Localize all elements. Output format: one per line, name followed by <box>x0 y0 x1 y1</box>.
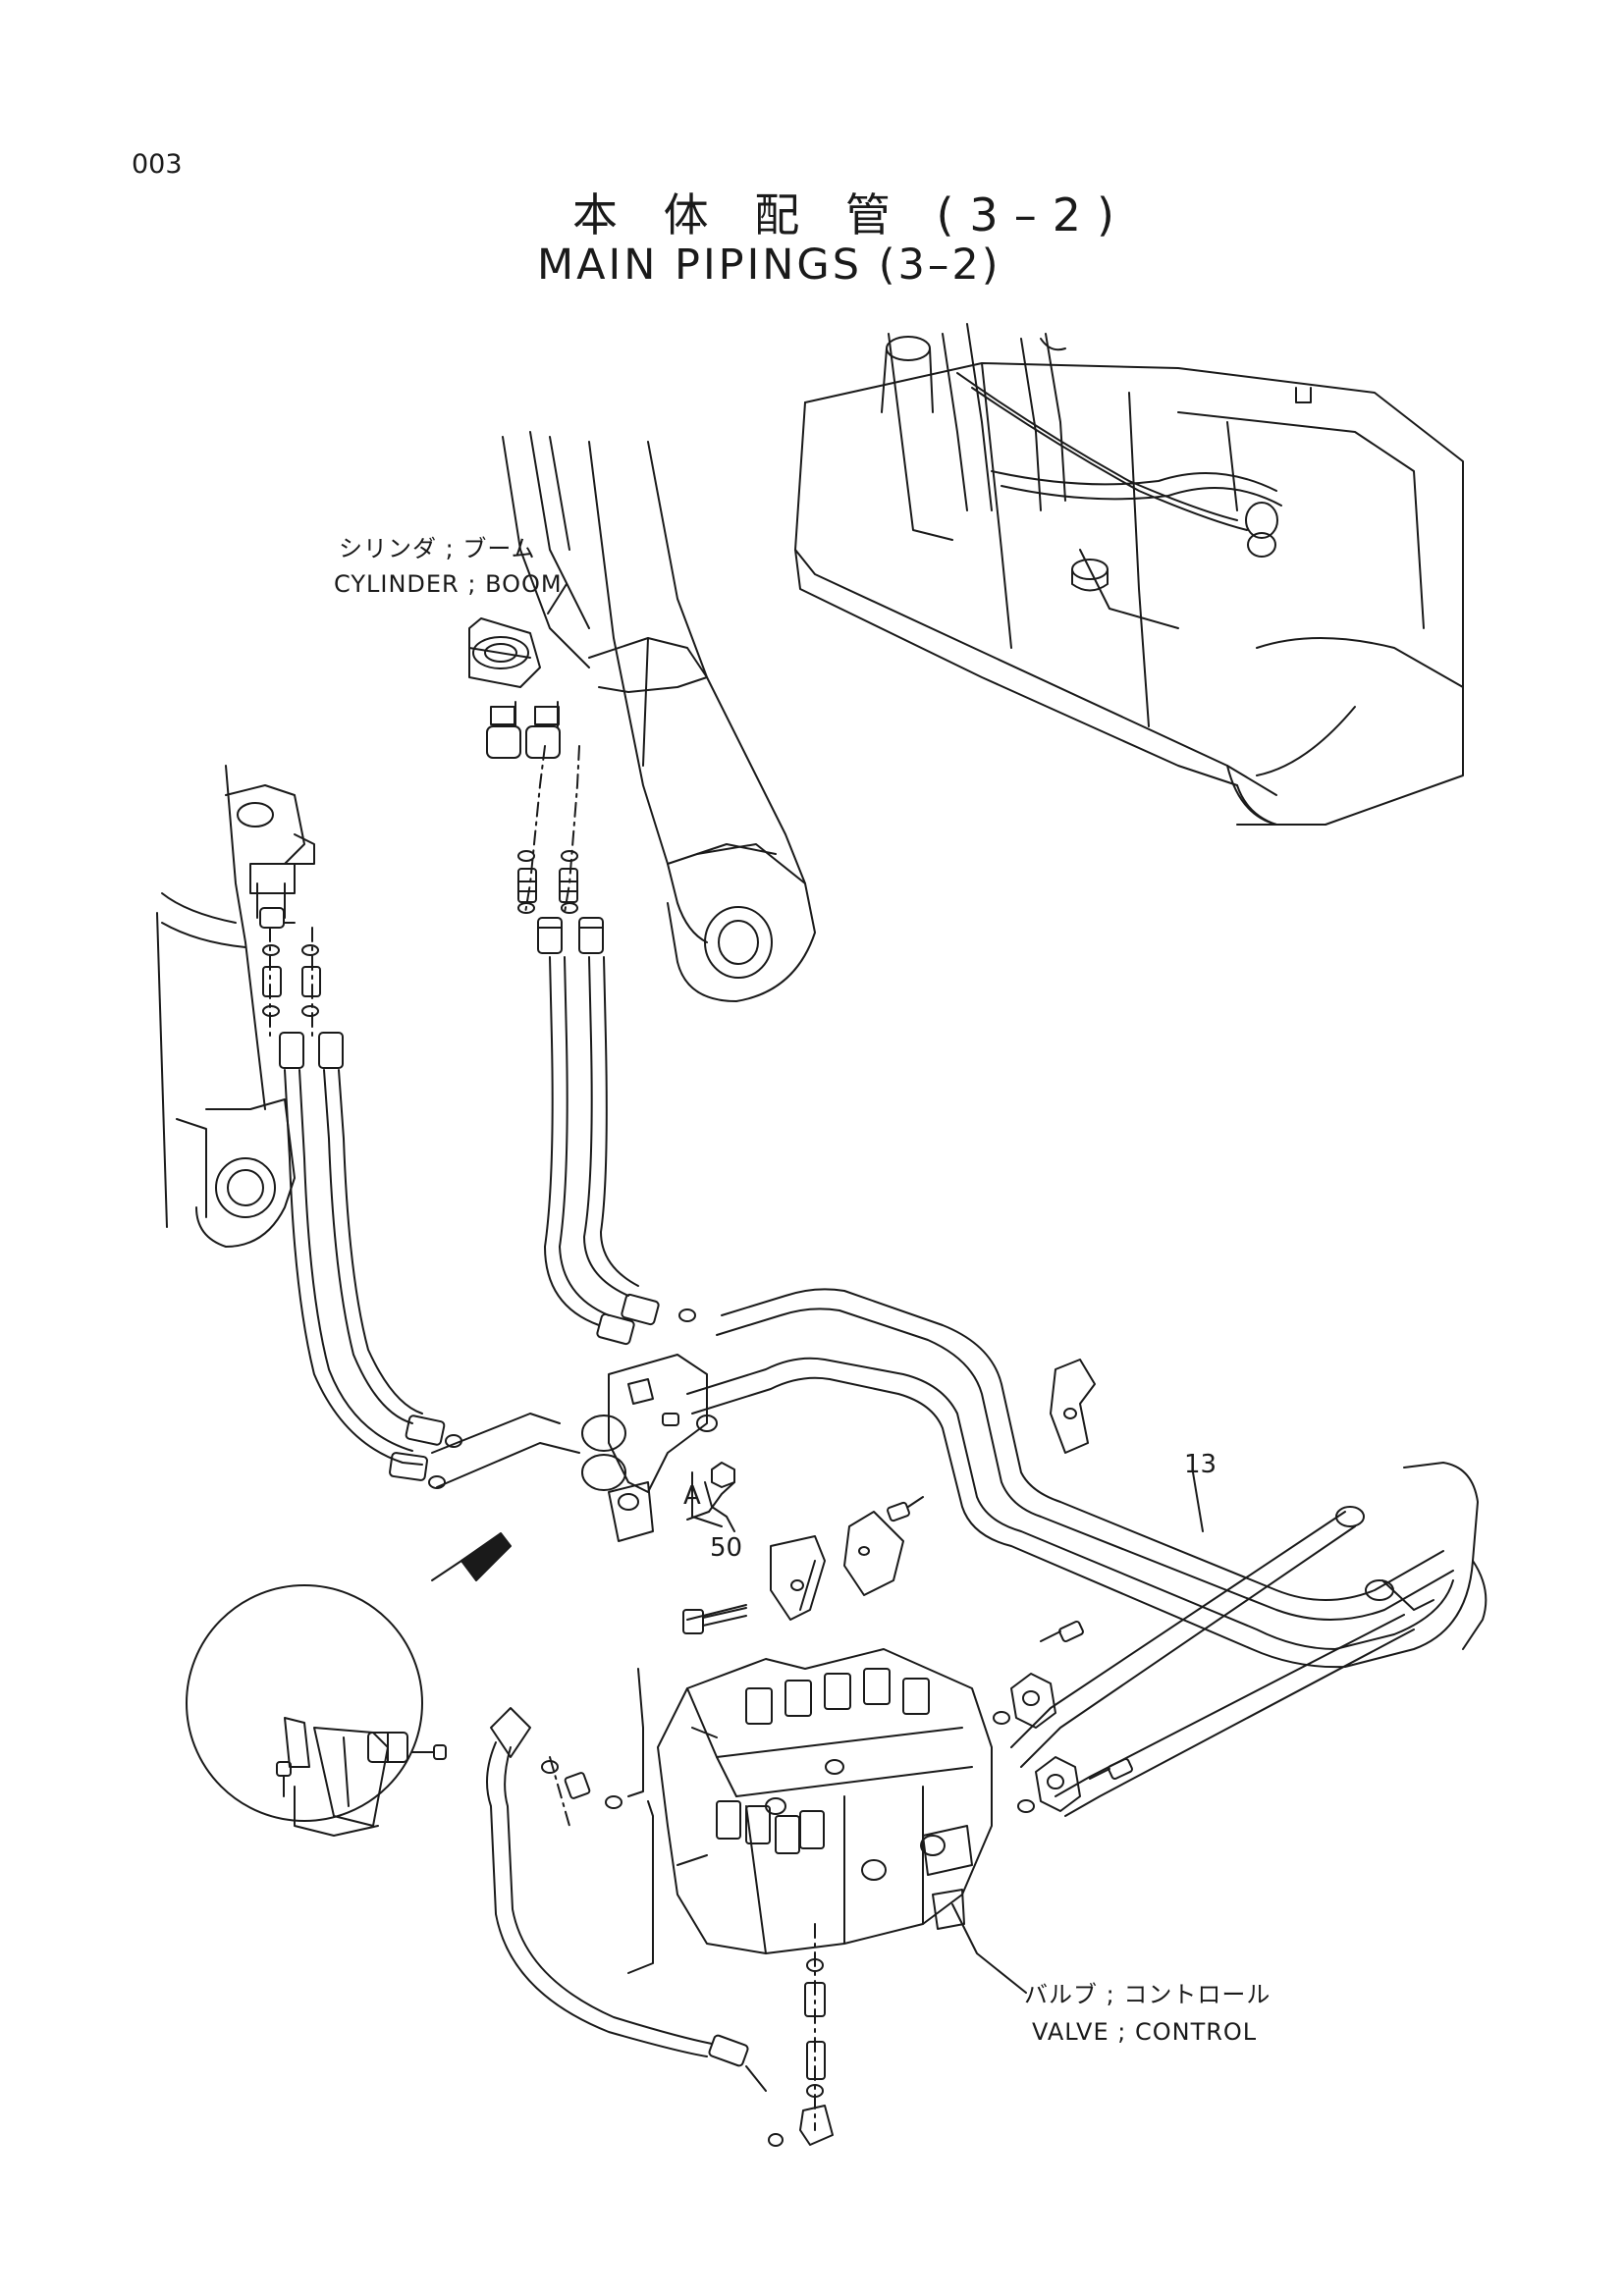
arm-fittings-stack <box>263 945 343 1068</box>
valve-flanges <box>994 1621 1133 1812</box>
leader-lines <box>548 584 1203 1993</box>
boom-fittings-stack <box>518 851 603 953</box>
page-number: 003 <box>132 149 183 180</box>
control-valve-body <box>658 1649 992 1953</box>
callout-13: 13 <box>1184 1450 1217 1479</box>
centre-line <box>525 746 545 913</box>
cylinder-boom-label-japanese: シリンダ ; ブーム <box>339 535 536 562</box>
valve-control-label: VALVE ; CONTROL <box>1032 2018 1258 2046</box>
callout-50: 50 <box>710 1533 743 1563</box>
valve-bottom-fittings <box>542 1669 833 2146</box>
view-a-marker: A <box>683 1481 701 1511</box>
boom-cylinder-centre <box>469 432 815 1001</box>
page-title-japanese: 本 体 配 管 (3–2) <box>572 188 1130 241</box>
centre-line <box>565 746 579 913</box>
valve-control-label-japanese: バルブ ; コントロール <box>1024 1981 1271 2008</box>
detail-view-circle <box>187 1533 511 1836</box>
steel-pipes <box>432 1289 1486 1816</box>
hydraulic-hoses <box>285 957 749 2066</box>
cylinder-boom-label: CYLINDER ; BOOM <box>334 570 563 598</box>
clamps-and-bolts <box>609 1360 1095 1633</box>
machine-frame-assembly <box>795 324 1463 825</box>
page-title-english: MAIN PIPINGS (3–2) <box>537 240 1001 290</box>
arm-cylinder-left <box>157 766 314 1247</box>
